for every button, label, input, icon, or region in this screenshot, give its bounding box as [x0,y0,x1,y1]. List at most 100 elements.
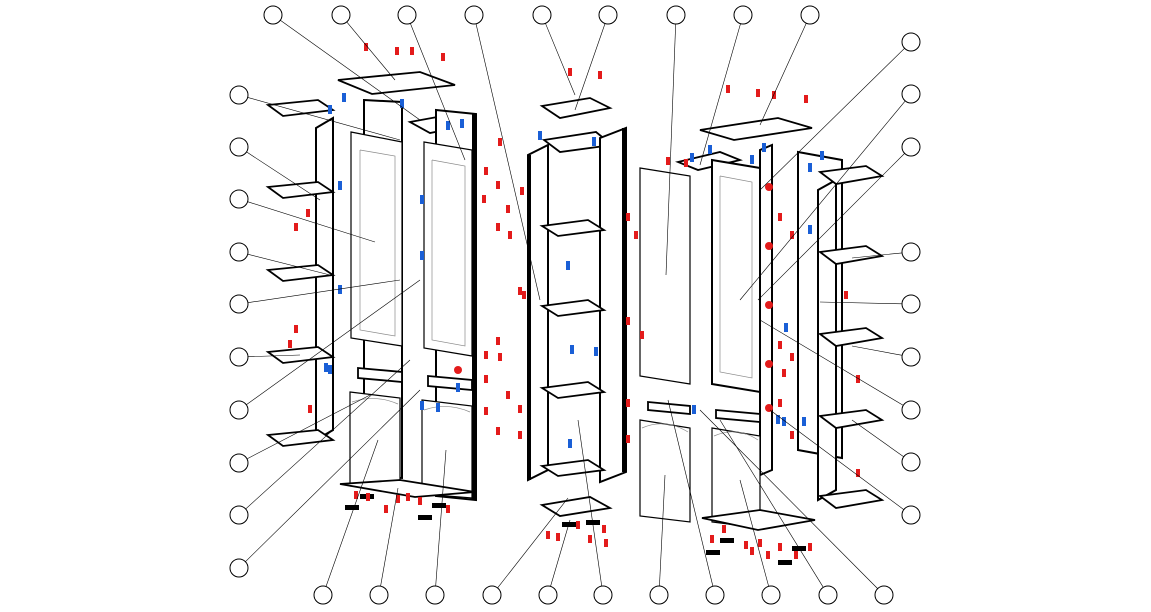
fitting-marker [508,231,512,239]
callout-circle [761,585,781,605]
callout-bubble [901,400,921,420]
leader-line [769,409,904,510]
dowel-marker [762,143,766,152]
cam-lock-marker [765,183,773,191]
lower-door-right [421,399,473,499]
cam-lock-marker [765,301,773,309]
leader-line [719,419,824,588]
right-assembly [639,117,885,565]
fitting-marker [441,53,445,61]
fitting-marker [626,213,630,221]
callout-bubble [874,585,894,605]
fitting-marker [856,375,860,383]
callout-bubble [464,5,484,25]
panel-edge [472,114,476,500]
callout-bubble [331,5,351,25]
callout-circle [901,505,921,525]
fitting-marker [288,340,292,348]
leader-line [497,497,569,589]
callout-circle [818,585,838,605]
fitting-marker [790,431,794,439]
dowel-marker [566,261,570,270]
fitting-marker [604,539,608,547]
fitting-marker [410,47,414,55]
leader-line [545,23,576,96]
callout-circle [733,5,753,25]
callout-layer [229,5,921,605]
fitting-marker [496,223,500,231]
leader-line [577,419,603,587]
callout-circle [229,453,249,473]
fitting-marker [794,551,798,559]
drawer-front [647,401,691,415]
fitting-marker [634,231,638,239]
callout-bubble [733,5,753,25]
callout-bubble [229,242,249,262]
fitting-marker [395,47,399,55]
fitting-marker [684,159,688,167]
dowel-marker [460,119,464,128]
fitting-marker [294,325,298,333]
fitting-marker [364,43,368,51]
callout-circle [425,585,445,605]
shelf-board [539,459,607,477]
foot [345,505,359,510]
lower-door-left [349,391,401,491]
dowel-marker [420,251,424,260]
base-panel [339,479,476,498]
callout-bubble [901,347,921,367]
door-handle-cutout [351,398,399,405]
leader-line [247,253,331,276]
shelf-board [539,219,607,237]
callout-circle [538,585,558,605]
callout-bubble [800,5,820,25]
callout-bubble [901,242,921,262]
leader-line [739,100,906,301]
callout-circle [229,189,249,209]
center-divider-panel [759,143,773,477]
fitting-marker [790,353,794,361]
fitting-marker [354,491,358,499]
callout-bubble [532,5,552,25]
dowel-marker [808,163,812,172]
fitting-marker [766,551,770,559]
shelf-board [265,99,336,117]
right-side-shelf-column [797,150,885,509]
left-side-shelf-column [265,99,336,447]
leader-line [245,359,411,510]
dowel-marker [420,401,424,410]
fitting-marker [744,541,748,549]
dowel-marker [338,181,342,190]
dowel-marker [400,99,404,108]
fitting-marker [496,337,500,345]
fitting-marker [626,317,630,325]
leader-line [435,449,447,587]
callout-bubble [229,294,249,314]
callout-bubble [229,137,249,157]
callout-bubble [229,505,249,525]
callout-bubble [229,85,249,105]
leader-line [246,151,321,201]
callout-bubble [901,452,921,472]
door-handle-cutout [641,423,689,433]
leader-line [659,474,666,587]
leader-line-layer [245,19,906,589]
dowel-marker [592,137,596,146]
fitting-marker [640,331,644,339]
dowel-marker [776,415,780,424]
callout-circle [229,558,249,578]
callout-circle [800,5,820,25]
base-panel [701,509,816,531]
leader-line [757,153,905,301]
panel-edge [622,128,626,472]
cam-lock-marker [765,242,773,250]
callout-circle [666,5,686,25]
dowel-marker [324,363,328,372]
dowel-marker [708,145,712,154]
fitting-marker [484,351,488,359]
fitting-marker [556,533,560,541]
callout-bubble [397,5,417,25]
callout-circle [482,585,502,605]
